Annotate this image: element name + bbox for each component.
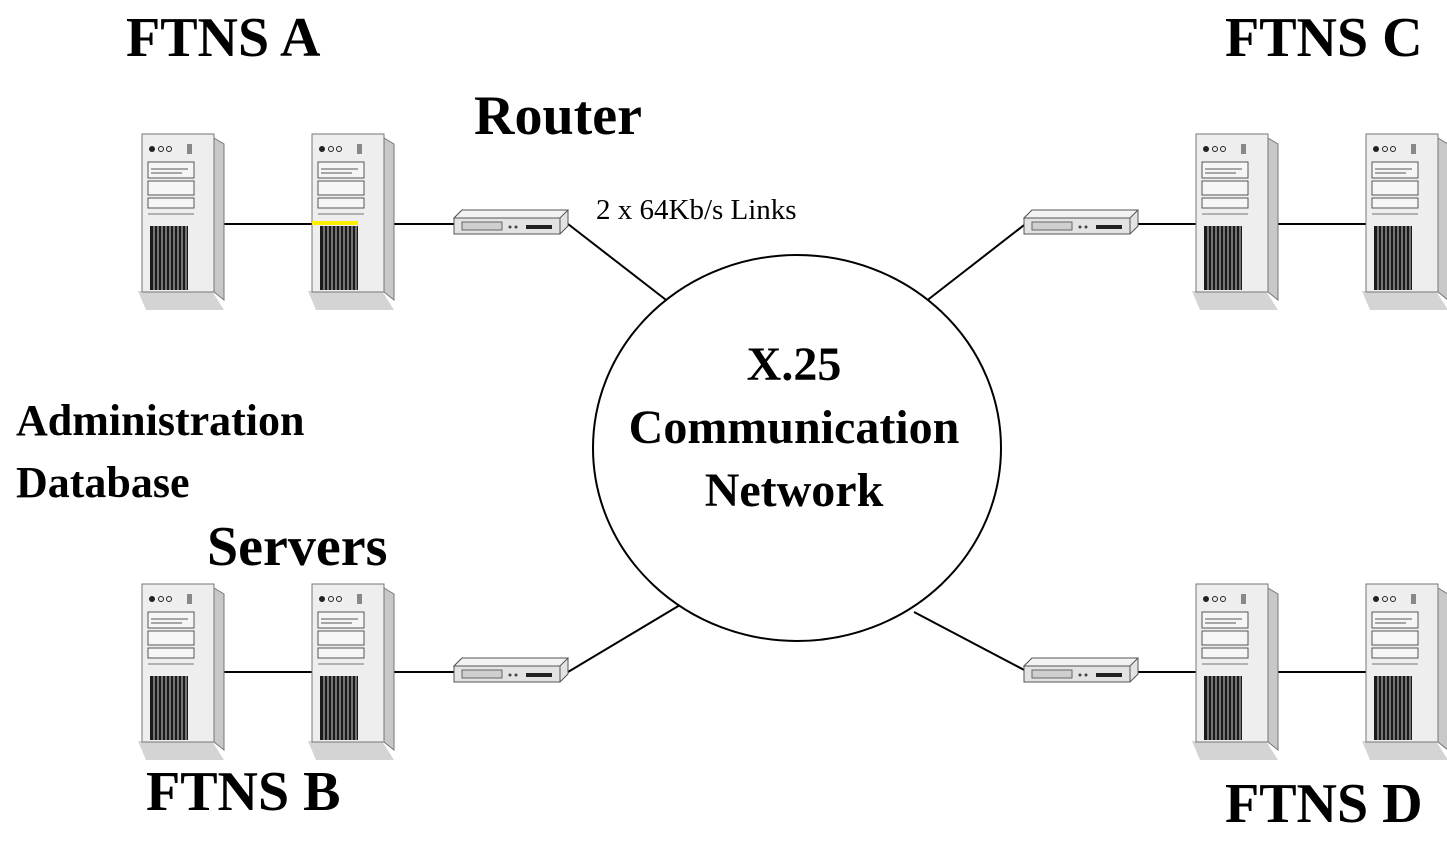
server-icon-a1	[137, 133, 225, 311]
server-icon-b2	[307, 583, 395, 761]
links-label: 2 x 64Kb/s Links	[596, 194, 797, 226]
server-icon-d1	[1191, 583, 1279, 761]
router-icon-b	[453, 657, 569, 683]
link-d-x25	[913, 611, 1029, 673]
network-label-line1: X.25	[746, 338, 842, 391]
site-title-b: FTNS B	[146, 761, 341, 823]
admin-label-line2: Database	[16, 458, 190, 507]
server-icon-c2	[1361, 133, 1447, 311]
network-label-line2: Communication	[628, 401, 960, 454]
server-icon-b1	[137, 583, 225, 761]
network-label: X.25 Communication Network	[604, 333, 984, 522]
site-title-a: FTNS A	[126, 7, 321, 69]
admin-label-line1: Administration	[16, 396, 305, 445]
site-title-d: FTNS D	[1225, 773, 1423, 835]
network-label-line3: Network	[704, 464, 884, 517]
link-a-x25	[567, 223, 671, 304]
server-icon-d2	[1361, 583, 1447, 761]
router-icon-a	[453, 209, 569, 235]
router-icon-c	[1023, 209, 1139, 235]
router-label: Router	[474, 85, 642, 147]
admin-database-label: Administration Database	[16, 390, 304, 514]
site-title-c: FTNS C	[1225, 7, 1423, 69]
x25-network-circle	[592, 254, 1002, 642]
connection-lines	[214, 221, 1366, 673]
link-c-x25	[924, 221, 1029, 303]
highlight-mark	[312, 221, 358, 225]
servers-label: Servers	[207, 516, 388, 578]
router-icon-d	[1023, 657, 1139, 683]
server-icon-c1	[1191, 133, 1279, 311]
link-b-x25	[567, 604, 681, 673]
